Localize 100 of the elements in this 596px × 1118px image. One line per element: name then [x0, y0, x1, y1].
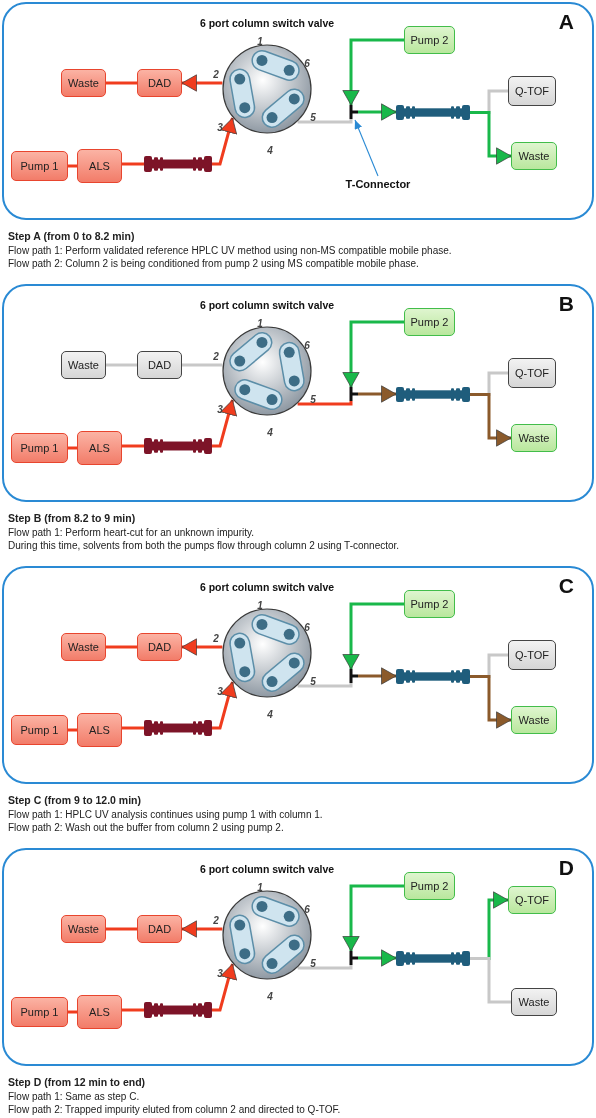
- panel-frame: [2, 848, 594, 1066]
- flow-line: [358, 385, 397, 403]
- module-box: DAD: [137, 633, 182, 661]
- module-box: Waste: [61, 915, 106, 943]
- port-number: 3: [217, 967, 223, 979]
- flow-line: [470, 111, 512, 165]
- module-box: Pump 2: [404, 308, 455, 336]
- flow-line: [122, 726, 144, 730]
- valve-title: 6 port column switch valve: [199, 581, 335, 593]
- flow-line: [342, 602, 404, 670]
- flow-line: [122, 1008, 144, 1012]
- port-number: 4: [267, 708, 273, 720]
- module-box: ALS: [77, 713, 122, 747]
- module-box: ALS: [77, 431, 122, 465]
- port-number: 1: [257, 599, 263, 611]
- flow-line: [212, 117, 237, 166]
- port-number: 6: [304, 621, 310, 633]
- step-description: Flow path 1: Perform heart-cut for an unknown impurity.: [8, 525, 255, 539]
- panel-letter: B: [558, 292, 574, 316]
- flow-line: [358, 667, 397, 685]
- module-box: Waste: [61, 351, 106, 379]
- module-box: ALS: [77, 995, 122, 1029]
- port-number: 1: [257, 35, 263, 47]
- module-box: Pump 1: [11, 997, 68, 1027]
- step-heading: Step D (from 12 min to end): [8, 1076, 146, 1089]
- port-number: 4: [267, 990, 273, 1002]
- flow-line: [181, 920, 223, 938]
- port-number: 5: [310, 675, 316, 687]
- module-box: Pump 1: [11, 433, 68, 463]
- module-box: Waste: [511, 988, 557, 1016]
- panel-letter: C: [558, 574, 574, 598]
- module-box: Q-TOF: [508, 640, 556, 670]
- module-box: Pump 1: [11, 715, 68, 745]
- flow-line: [106, 81, 137, 85]
- step-description: During this time, solvents from both the pumps flow through column 2 using T-connector.: [8, 539, 400, 552]
- module-box: Pump 2: [404, 590, 455, 618]
- flow-line: [106, 927, 137, 931]
- flow-line: [106, 645, 137, 649]
- module-box: Pump 2: [404, 26, 455, 54]
- flow-line: [470, 957, 511, 1004]
- port-number: 2: [213, 68, 219, 80]
- port-number: 3: [217, 121, 223, 133]
- panel-letter: D: [558, 856, 574, 880]
- port-number: 6: [304, 57, 310, 69]
- port-number: 6: [304, 903, 310, 915]
- port-number: 5: [310, 393, 316, 405]
- module-box: DAD: [137, 351, 182, 379]
- module-box: Waste: [511, 424, 557, 452]
- callout-text: T-Connector: [340, 176, 416, 192]
- module-box: Waste: [61, 633, 106, 661]
- flow-line: [212, 681, 237, 730]
- module-box: Q-TOF: [508, 886, 556, 914]
- flow-line: [297, 401, 353, 406]
- flow-line: [68, 446, 77, 450]
- port-number: 3: [217, 403, 223, 415]
- module-box: Q-TOF: [508, 358, 556, 388]
- flow-line: [212, 399, 237, 448]
- panel-frame: [2, 284, 594, 502]
- panel-frame: [2, 2, 594, 220]
- module-box: Pump 2: [404, 872, 455, 900]
- step-description: Flow path 2: Column 2 is being conditioned from pump 2 using MS compatible mobile phase.: [8, 257, 419, 270]
- port-number: 4: [267, 426, 273, 438]
- flow-line: [470, 675, 512, 729]
- module-box: Waste: [61, 69, 106, 97]
- module-box: Waste: [511, 706, 557, 734]
- flow-line: [68, 164, 77, 168]
- flow-line: [297, 683, 353, 688]
- port-number: 5: [310, 111, 316, 123]
- step-description: Flow path 1: Same as step C.: [8, 1089, 140, 1103]
- flow-line: [297, 119, 353, 124]
- port-number: 2: [213, 914, 219, 926]
- flow-line: [297, 965, 353, 970]
- port-number: 6: [304, 339, 310, 351]
- port-number: 1: [257, 881, 263, 893]
- panel-letter: A: [558, 10, 574, 34]
- flow-line: [106, 363, 137, 367]
- panel-frame: [2, 566, 594, 784]
- step-description: Flow path 2: Trapped impurity eluted from column 2 and directed to Q-TOF.: [8, 1103, 341, 1116]
- flow-line: [358, 949, 397, 967]
- port-number: 1: [257, 317, 263, 329]
- flow-line: [122, 444, 144, 448]
- module-box: ALS: [77, 149, 122, 183]
- flow-line: [358, 103, 397, 121]
- module-box: DAD: [137, 69, 182, 97]
- port-number: 5: [310, 957, 316, 969]
- step-heading: Step B (from 8.2 to 9 min): [8, 512, 136, 525]
- flow-line: [342, 884, 404, 952]
- step-heading: Step C (from 9 to 12.0 min): [8, 794, 142, 807]
- valve-title: 6 port column switch valve: [199, 863, 335, 875]
- flow-line: [342, 38, 404, 106]
- module-box: Pump 1: [11, 151, 68, 181]
- port-number: 4: [267, 144, 273, 156]
- leader-line: [354, 119, 379, 177]
- flow-line: [181, 74, 223, 92]
- port-number: 3: [217, 685, 223, 697]
- flow-line: [470, 393, 512, 447]
- step-description: Flow path 2: Wash out the buffer from column 2 using pump 2.: [8, 821, 284, 834]
- port-number: 2: [213, 632, 219, 644]
- step-description: Flow path 1: HPLC UV analysis continues using pump 1 with column 1.: [8, 807, 323, 821]
- flow-line: [68, 728, 77, 732]
